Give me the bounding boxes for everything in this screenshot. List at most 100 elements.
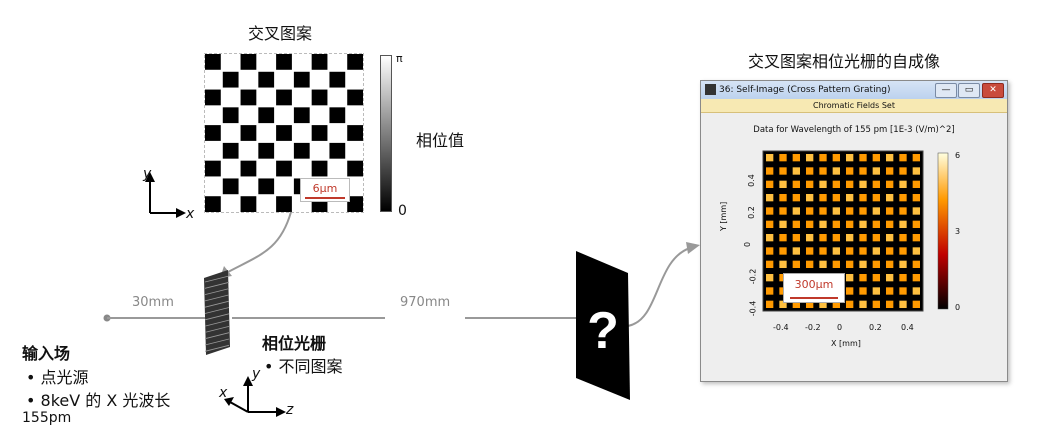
grating-line (204, 338, 230, 346)
intensity-spot (912, 194, 920, 202)
plot-caption: Data for Wavelength of 155 pm [1E-3 (V/m… (753, 125, 955, 135)
intensity-spot (832, 167, 840, 175)
intensity-spot (819, 220, 827, 228)
intensity-spot (819, 260, 827, 268)
intensity-spot (872, 274, 880, 282)
intensity-spot (806, 234, 814, 242)
intensity-spot (859, 247, 867, 255)
intensity-spot (872, 220, 880, 228)
pattern-axis-x-label: x (186, 206, 195, 222)
intensity-spot (779, 154, 787, 162)
intensity-spot (899, 154, 907, 162)
intensity-spot (779, 180, 787, 188)
intensity-spot (792, 260, 800, 268)
intensity-spot (779, 194, 787, 202)
intensity-spot (779, 207, 787, 215)
grating-line (204, 307, 230, 314)
xyz-axes-icon (224, 376, 286, 417)
distance-2-label: 970mm (400, 295, 451, 310)
colorbar-tick-label: 0 (955, 303, 961, 312)
intensity-spot (872, 287, 880, 295)
intensity-spot (886, 234, 894, 242)
intensity-spot (819, 180, 827, 188)
window-menubar[interactable]: Chromatic Fields Set (701, 99, 1007, 113)
intensity-spot (872, 167, 880, 175)
phase-colorbar-title: 相位值 (416, 131, 465, 150)
intensity-spot (792, 180, 800, 188)
minimize-button[interactable]: — (935, 83, 957, 98)
intensity-spot (819, 194, 827, 202)
self-image-title: 交叉图案相位光栅的自成像 (748, 52, 941, 71)
intensity-spot (859, 300, 867, 308)
y-tick-label: 0 (743, 241, 753, 248)
checker-cell (240, 196, 257, 212)
checker-cell (222, 178, 239, 195)
checker-cell (311, 89, 328, 106)
intensity-spot (766, 260, 774, 268)
x-tick-label: -0.4 (773, 323, 789, 332)
checker-cell (240, 125, 257, 141)
intensity-spot (886, 220, 894, 228)
plot-scale-box: 300μm (783, 273, 845, 303)
checker-cell (347, 196, 363, 212)
checker-cell (329, 142, 346, 159)
intensity-spot (819, 234, 827, 242)
intensity-spot (779, 167, 787, 175)
checker-cell (276, 125, 292, 141)
intensity-spot (846, 247, 854, 255)
colorbar-tick-label: 3 (955, 227, 961, 236)
grating-line (204, 313, 230, 321)
intensity-spot (792, 207, 800, 215)
window-titlebar[interactable]: 36: Self-Image (Cross Pattern Grating) —… (701, 81, 1007, 99)
intensity-spot (806, 260, 814, 268)
intensity-spot (766, 247, 774, 255)
intensity-spot (846, 167, 854, 175)
intensity-spot (806, 207, 814, 215)
checker-cell (240, 89, 257, 106)
intensity-spot (806, 194, 814, 202)
intensity-spot (886, 274, 894, 282)
intensity-spot (912, 260, 920, 268)
intensity-spot (792, 247, 800, 255)
intensity-spot (859, 260, 867, 268)
intensity-spot (899, 207, 907, 215)
x-tick-label: 0.4 (901, 323, 914, 332)
maximize-button[interactable]: ▭ (958, 83, 980, 98)
intensity-spot (832, 180, 840, 188)
checker-cell (311, 160, 328, 177)
window-title: 36: Self-Image (Cross Pattern Grating) (719, 85, 891, 95)
intensity-spot (846, 207, 854, 215)
intensity-spot (779, 260, 787, 268)
intensity-spot (872, 260, 880, 268)
intensity-spot (899, 234, 907, 242)
intensity-spot (899, 287, 907, 295)
intensity-spot (912, 300, 920, 308)
checker-cell (276, 89, 292, 106)
intensity-spot (886, 260, 894, 268)
checker-cell (205, 125, 221, 141)
intensity-spot (806, 154, 814, 162)
intensity-spot (899, 194, 907, 202)
intensity-spot (766, 274, 774, 282)
pattern-axis-y-label: y (143, 166, 152, 182)
cross-pattern-scale-label: 6μm (312, 182, 338, 195)
checker-cell (205, 54, 221, 70)
close-button[interactable]: ✕ (982, 83, 1004, 98)
intensity-spot (792, 234, 800, 242)
intensity-spot (832, 207, 840, 215)
checker-cell (293, 107, 310, 124)
checker-cell (329, 71, 346, 88)
intensity-spot (859, 207, 867, 215)
y-tick-label: 0.4 (746, 174, 756, 187)
checker-cell (240, 160, 257, 177)
phase-grating-plate (204, 270, 230, 355)
checker-cell (258, 71, 275, 88)
intensity-spot (886, 207, 894, 215)
grating-line (204, 344, 230, 352)
intensity-spot (886, 154, 894, 162)
app-icon (705, 84, 716, 95)
